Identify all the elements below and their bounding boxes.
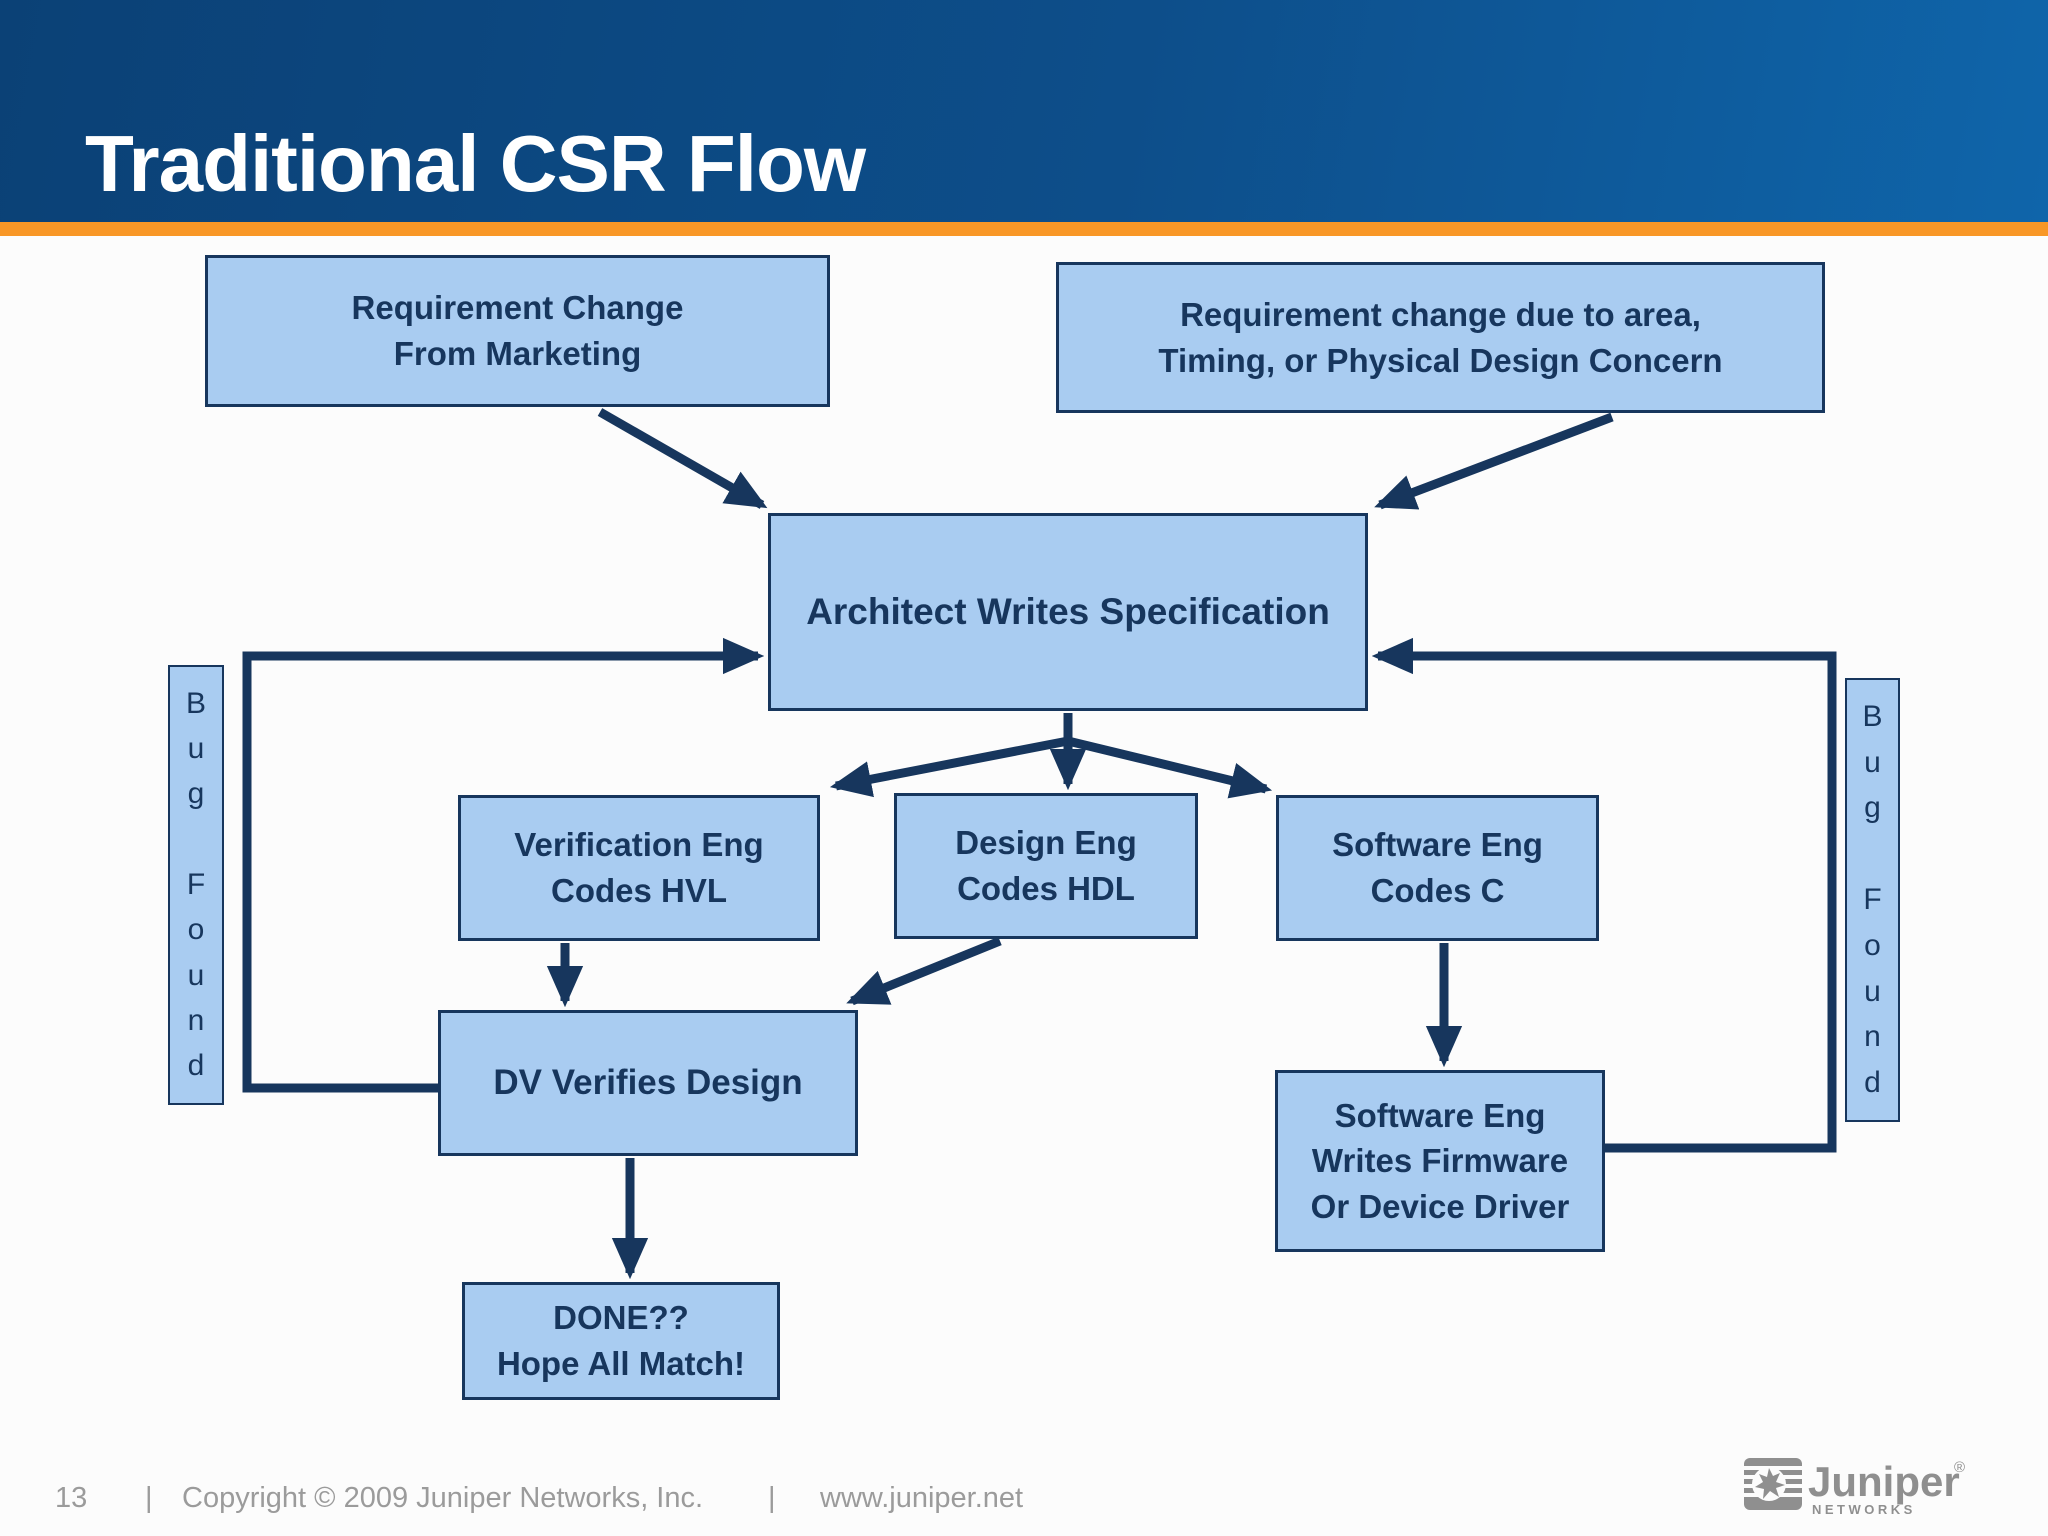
- footer-separator: |: [768, 1482, 776, 1514]
- edge-design-dv: [846, 936, 1002, 1006]
- registered-mark: ®: [1954, 1459, 1965, 1476]
- edge-reqmarketing-architect: [597, 408, 768, 509]
- node-line: DONE??: [553, 1299, 689, 1337]
- node-line: Codes HVL: [550, 872, 728, 909]
- juniper-logo-wordmark: Juniper: [1808, 1458, 1960, 1505]
- node-requirement-change-marketing: Requirement Change From Marketing: [205, 255, 830, 407]
- title-banner: Traditional CSR Flow: [0, 0, 2048, 222]
- bug-found-label-left: B u g F o u n d: [168, 665, 224, 1105]
- leaf-icon: [1755, 1468, 1785, 1499]
- node-line: Writes Firmware: [1311, 1142, 1569, 1180]
- node-verification-eng-codes-hvl: Verification Eng Codes HVL: [458, 795, 820, 941]
- node-line: Timing, or Physical Design Concern: [1158, 341, 1723, 379]
- node-line: DV Verifies Design: [493, 1062, 803, 1102]
- page-number: 13: [55, 1482, 88, 1514]
- node-line: Hope All Match!: [496, 1345, 746, 1382]
- node-line: Verification Eng: [514, 826, 764, 864]
- node-line: Codes HDL: [957, 870, 1135, 907]
- node-software-eng-writes-firmware: Software Eng Writes Firmware Or Device D…: [1275, 1070, 1605, 1252]
- node-done-hope-all-match: DONE?? Hope All Match!: [462, 1282, 780, 1400]
- node-line: From Marketing: [393, 335, 642, 372]
- slide-title: Traditional CSR Flow: [85, 119, 866, 208]
- edge-architect-verification: [829, 736, 1069, 798]
- node-line: Software Eng: [1332, 826, 1543, 864]
- copyright-text: Copyright © 2009 Juniper Networks, Inc.: [182, 1482, 704, 1514]
- node-line: Or Device Driver: [1310, 1187, 1570, 1225]
- accent-bar: [0, 222, 2048, 236]
- node-dv-verifies-design: DV Verifies Design: [438, 1010, 858, 1156]
- node-software-eng-codes-c: Software Eng Codes C: [1276, 795, 1599, 941]
- footer: 13 | Copyright © 2009 Juniper Networks, …: [0, 1478, 2048, 1526]
- website-text: www.juniper.net: [820, 1482, 1024, 1514]
- node-design-eng-codes-hdl: Design Eng Codes HDL: [894, 793, 1198, 939]
- node-line: Architect Writes Specification: [806, 591, 1330, 633]
- edge-architect-softwarec: [1066, 736, 1273, 799]
- juniper-logo: Juniper NETWORKS ®: [1744, 1458, 1965, 1517]
- node-architect-writes-specification: Architect Writes Specification: [768, 513, 1368, 711]
- node-line: Design Eng: [955, 824, 1137, 862]
- juniper-logo-subtext: NETWORKS: [1812, 1502, 1916, 1517]
- node-line: Codes C: [1370, 872, 1505, 909]
- node-line: Requirement change due to area,: [1180, 295, 1701, 333]
- bug-found-label-right: B u g F o u n d: [1845, 678, 1900, 1122]
- footer-separator: |: [145, 1482, 153, 1514]
- node-line: Software Eng: [1334, 1096, 1546, 1134]
- node-line: Requirement Change: [351, 289, 684, 327]
- edge-reqphysical-architect: [1374, 412, 1614, 510]
- juniper-logo-icon: [1744, 1458, 1802, 1510]
- node-requirement-change-physical: Requirement change due to area, Timing, …: [1056, 262, 1825, 413]
